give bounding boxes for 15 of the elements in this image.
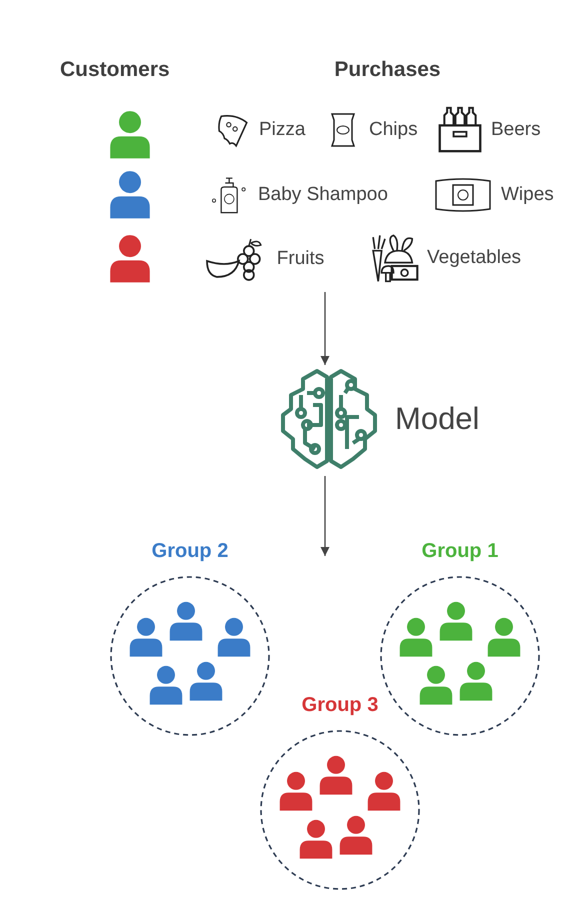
item-label: Baby Shampoo	[258, 184, 388, 206]
column-heading: Purchases	[333, 58, 442, 82]
group-heading: Group 1	[420, 540, 500, 563]
group-heading: Group 3	[300, 694, 380, 717]
item-label: Beers	[491, 119, 541, 141]
item-label: Wipes	[501, 184, 554, 206]
item-label: Fruits	[276, 248, 324, 270]
model-label: Model	[395, 401, 480, 437]
arrow	[320, 476, 330, 556]
group-heading: Group 2	[150, 540, 230, 563]
item-label: Pizza	[259, 119, 306, 141]
item-label: Vegetables	[427, 246, 522, 268]
arrow	[320, 292, 330, 365]
column-heading: Customers	[60, 58, 170, 82]
item-label: Chips	[369, 119, 418, 141]
